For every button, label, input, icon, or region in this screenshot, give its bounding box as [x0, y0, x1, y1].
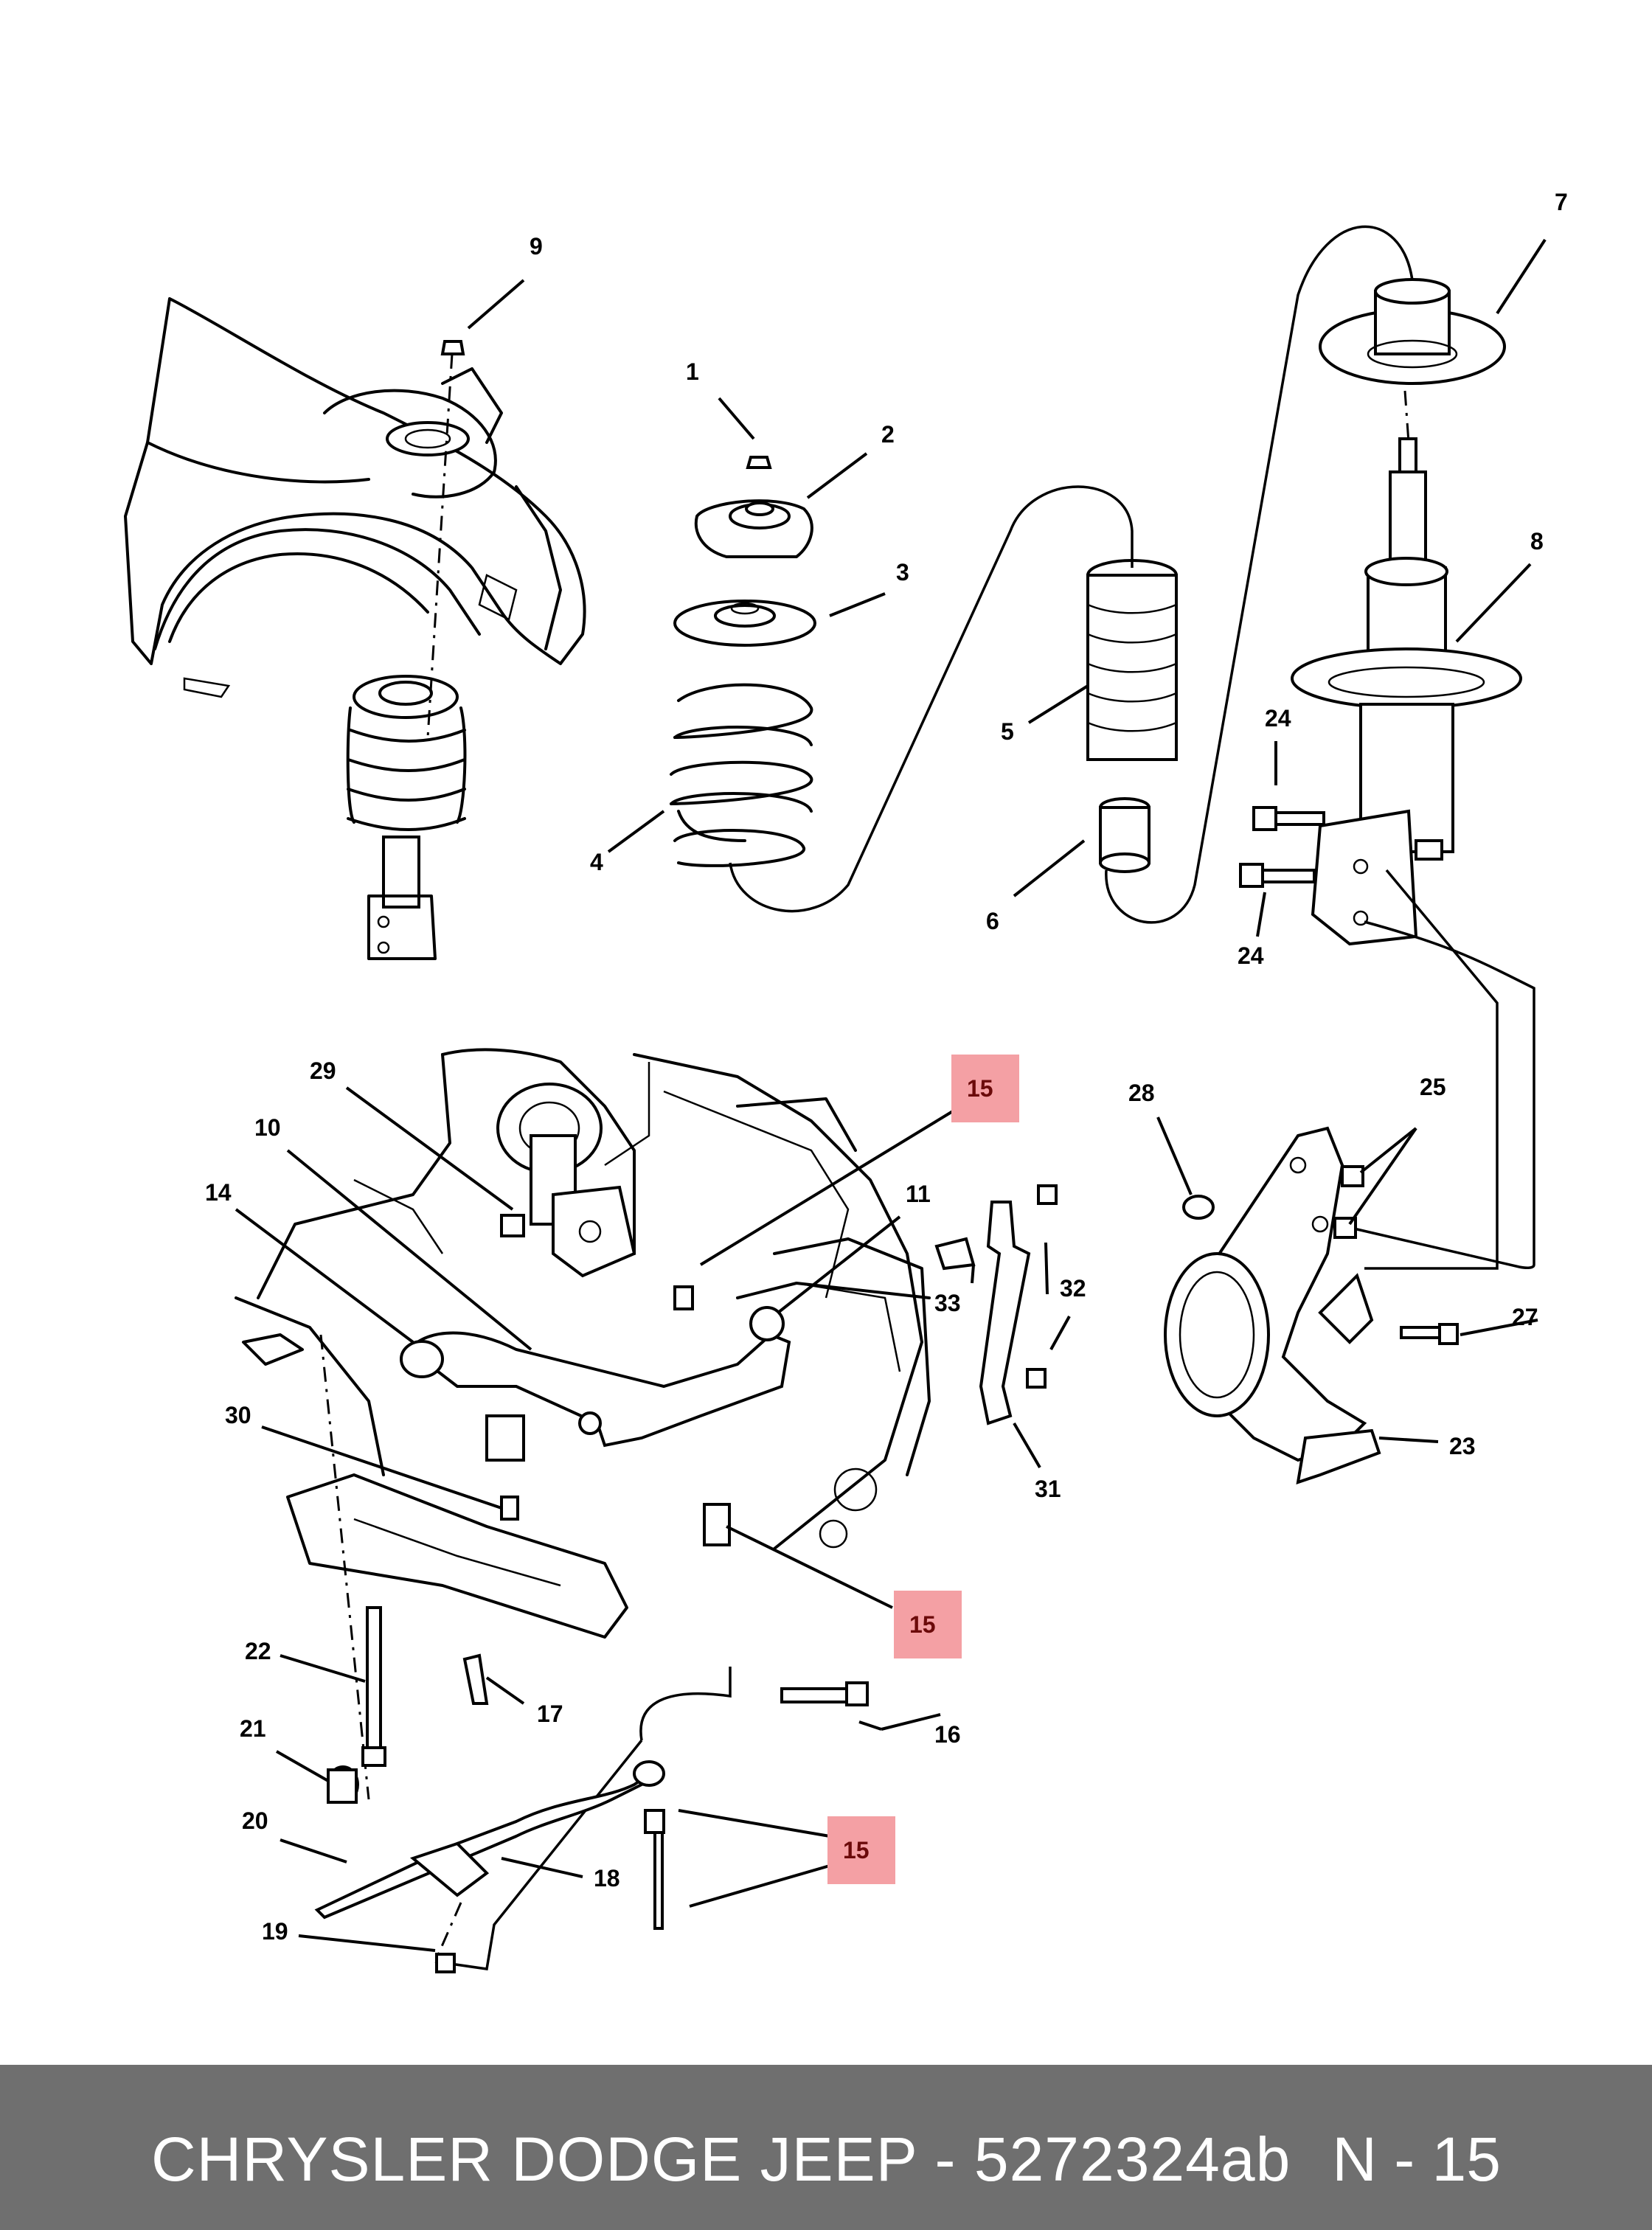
callout-24-upper: 24: [1265, 705, 1291, 732]
callout-24-lower: 24: [1238, 942, 1264, 969]
sway-link-drawing: [934, 1184, 1058, 1425]
callout-28: 28: [1128, 1080, 1155, 1106]
callout-29: 29: [310, 1057, 336, 1084]
callout-19: 19: [262, 1918, 288, 1945]
fender-assembly-drawing: [124, 297, 586, 960]
callout-15-top: 15: [967, 1075, 993, 1102]
callout-9: 9: [530, 233, 543, 260]
callout-22: 22: [245, 1638, 271, 1664]
callout-16: 16: [934, 1721, 961, 1748]
callout-18: 18: [594, 1865, 620, 1892]
callout-15-highlight-top: 15: [951, 1055, 1019, 1122]
callout-15-highlight-middle: 15: [894, 1591, 962, 1658]
strut-drawing: [1239, 278, 1535, 1270]
spring-assembly-drawing: [670, 225, 1414, 924]
control-arm-drawing: [235, 1048, 931, 1639]
callout-25: 25: [1420, 1074, 1446, 1100]
callout-27: 27: [1512, 1304, 1538, 1330]
parts-diagram: 1 2 3 4 5 6 7 8 9 10 11 14 16 17 18 19 2…: [124, 189, 1568, 1973]
footer-title: CHRYSLER DODGE JEEP - 5272324ab: [151, 2125, 1291, 2194]
callout-17: 17: [537, 1701, 563, 1727]
callout-33: 33: [934, 1290, 961, 1316]
callout-3: 3: [896, 559, 909, 586]
bolt-upper: [1252, 806, 1325, 831]
callout-23: 23: [1449, 1433, 1476, 1459]
callout-1: 1: [686, 358, 699, 385]
knuckle-drawing: [1164, 1126, 1459, 1484]
leader-lines: [235, 238, 1547, 1952]
callout-30: 30: [225, 1402, 251, 1428]
callout-7: 7: [1555, 189, 1568, 215]
footer-bar: CHRYSLER DODGE JEEP - 5272324ab N - 15: [0, 2065, 1652, 2230]
callout-14: 14: [205, 1179, 232, 1206]
callout-5: 5: [1001, 718, 1014, 745]
callout-11: 11: [906, 1181, 931, 1207]
callout-15-highlight-bottom: 15: [827, 1816, 895, 1884]
stabilizer-bar-drawing: [314, 1334, 869, 1973]
callout-21: 21: [240, 1715, 266, 1742]
callout-labels: 1 2 3 4 5 6 7 8 9 10 11 14 16 17 18 19 2…: [205, 189, 1568, 1945]
callout-15-bottom: 15: [843, 1837, 870, 1863]
callout-31: 31: [1035, 1476, 1061, 1502]
callout-15-middle: 15: [909, 1611, 936, 1638]
callout-8: 8: [1530, 528, 1544, 555]
callout-20: 20: [242, 1807, 268, 1834]
callout-4: 4: [590, 849, 603, 875]
footer-page-number: N - 15: [1332, 2125, 1501, 2194]
callout-10: 10: [254, 1114, 281, 1141]
callout-2: 2: [881, 421, 895, 448]
callout-6: 6: [986, 908, 999, 934]
bolt-lower: [1239, 863, 1316, 888]
callout-32: 32: [1060, 1275, 1086, 1302]
